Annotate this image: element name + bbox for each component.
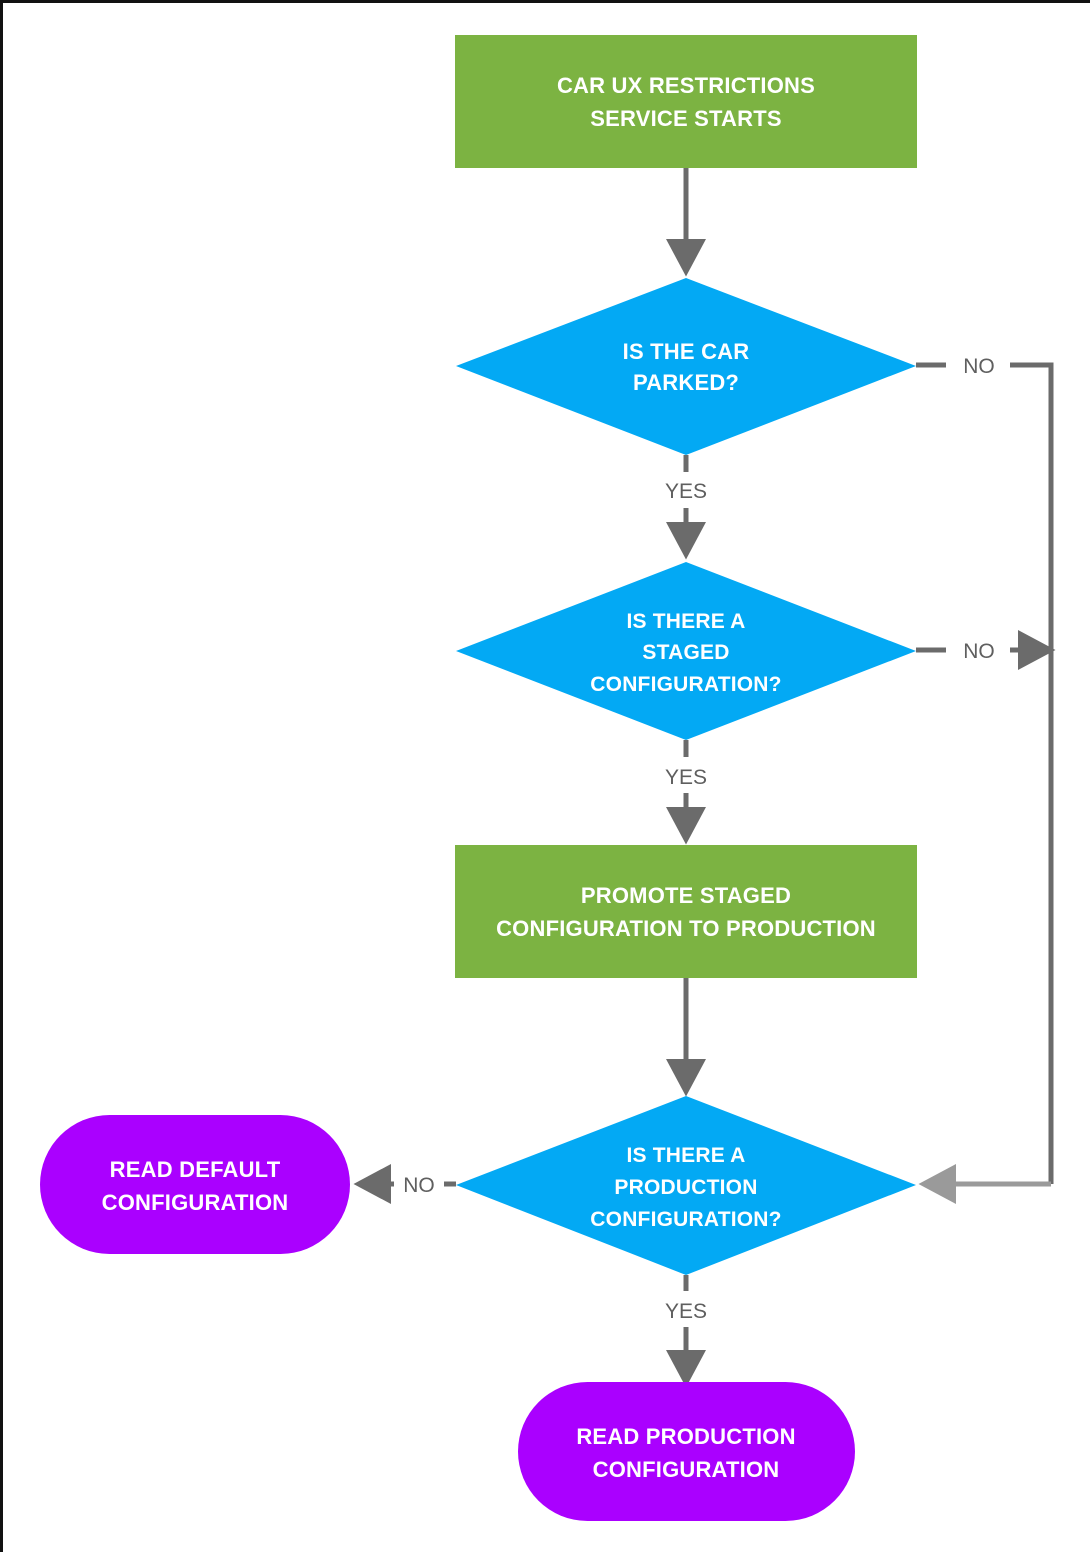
node-read-default-line1: READ DEFAULT	[110, 1157, 281, 1182]
node-start[interactable]: CAR UX RESTRICTIONS SERVICE STARTS	[455, 35, 917, 168]
edge-staged-no-to-rail: NO	[916, 630, 1056, 670]
frame-border-top	[0, 0, 1090, 3]
edge-label-no-production: NO	[403, 1174, 435, 1197]
node-read-default-line2: CONFIGURATION	[102, 1190, 289, 1215]
edge-label-yes-production: YES	[665, 1300, 707, 1323]
edge-staged-yes-to-promote: YES	[665, 740, 707, 845]
node-promote-line2: CONFIGURATION TO PRODUCTION	[496, 916, 876, 941]
node-production-line3: CONFIGURATION?	[590, 1208, 781, 1231]
node-start-line1: CAR UX RESTRICTIONS	[557, 73, 815, 98]
node-staged-line1: IS THERE A	[626, 610, 745, 633]
edge-parked-yes-to-staged: YES	[665, 455, 707, 560]
node-production-line1: IS THERE A	[626, 1144, 745, 1167]
edge-parked-no-to-rail: NO	[916, 355, 1054, 1184]
edge-label-yes-staged: YES	[665, 766, 707, 789]
node-read-production-line1: READ PRODUCTION	[576, 1424, 795, 1449]
node-is-car-parked[interactable]: IS THE CAR PARKED?	[456, 278, 916, 455]
node-read-production[interactable]: READ PRODUCTION CONFIGURATION	[518, 1382, 855, 1521]
node-start-line2: SERVICE STARTS	[590, 106, 781, 131]
edge-production-no-to-default: NO	[353, 1164, 456, 1204]
node-promote-line1: PROMOTE STAGED	[581, 883, 791, 908]
node-staged-line2: STAGED	[642, 641, 729, 664]
node-promote-staged[interactable]: PROMOTE STAGED CONFIGURATION TO PRODUCTI…	[455, 845, 917, 978]
node-production-line2: PRODUCTION	[614, 1176, 757, 1199]
node-parked-line2: PARKED?	[633, 370, 739, 395]
node-is-production-config[interactable]: IS THERE A PRODUCTION CONFIGURATION?	[456, 1096, 916, 1275]
edge-label-no-parked: NO	[963, 355, 995, 378]
node-is-staged-config[interactable]: IS THERE A STAGED CONFIGURATION?	[456, 562, 916, 740]
node-staged-line3: CONFIGURATION?	[590, 673, 781, 696]
frame-border-left	[0, 0, 3, 1552]
edge-production-yes-to-readprod: YES	[665, 1275, 707, 1388]
node-parked-line1: IS THE CAR	[623, 339, 750, 364]
edge-label-yes-parked: YES	[665, 480, 707, 503]
node-read-production-line2: CONFIGURATION	[593, 1457, 780, 1482]
edge-label-no-staged: NO	[963, 640, 995, 663]
node-read-default[interactable]: READ DEFAULT CONFIGURATION	[40, 1115, 350, 1254]
